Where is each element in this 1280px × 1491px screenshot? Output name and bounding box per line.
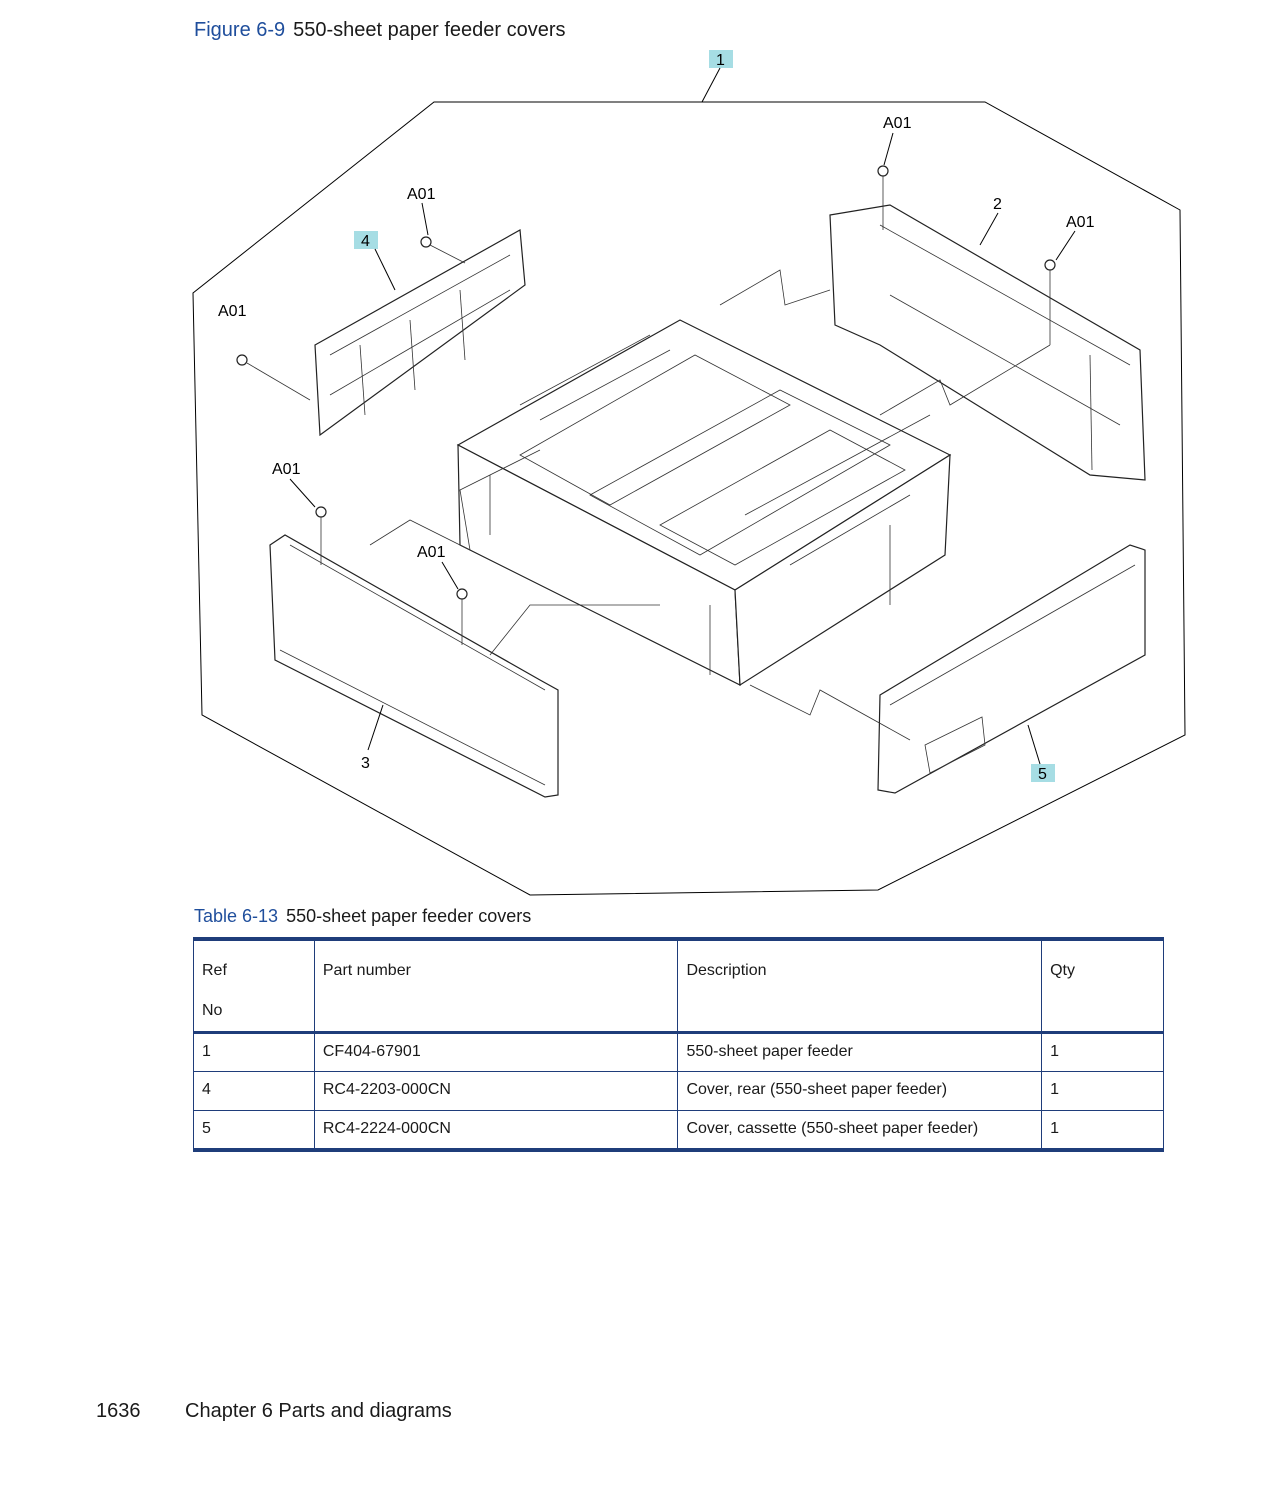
assembly-boundary: [192, 101, 1186, 896]
cell-part-number: RC4-2224-000CN: [313, 1110, 679, 1150]
figure-caption: Figure 6-9 550-sheet paper feeder covers: [194, 19, 566, 42]
table-caption: Table 6-13 550-sheet paper feeder covers: [194, 906, 531, 927]
callout-4-box: [354, 231, 378, 249]
cell-qty: 1: [1041, 1110, 1164, 1150]
callout-3: 3: [361, 755, 370, 772]
page-number: 1636: [96, 1400, 141, 1422]
callout-5: 5: [1038, 766, 1047, 783]
table-row: 1 CF404-67901 550-sheet paper feeder 1: [193, 1032, 1164, 1072]
cell-description: 550-sheet paper feeder: [677, 1032, 1043, 1072]
screw-a01-upper-left: A01: [407, 186, 466, 264]
callout-1: 1: [716, 52, 725, 69]
cell-description: Cover, cassette (550-sheet paper feeder): [677, 1110, 1043, 1150]
cell-part-number: RC4-2203-000CN: [313, 1071, 679, 1111]
table-row: 5 RC4-2224-000CN Cover, cassette (550-sh…: [193, 1110, 1164, 1150]
table-row: 4 RC4-2203-000CN Cover, rear (550-sheet …: [193, 1071, 1164, 1111]
callout-a01: A01: [272, 461, 301, 478]
cassette-cover-part-5: [877, 544, 1146, 794]
cell-ref: 4: [193, 1071, 315, 1111]
table-label: Table 6-13: [194, 906, 279, 926]
callout-a01: A01: [417, 544, 446, 561]
exploded-parts-diagram: 1 4 2 3: [192, 50, 1186, 896]
chapter-title: Chapter 6 Parts and diagrams: [185, 1400, 452, 1422]
callout-1-box: [709, 50, 733, 68]
callout-5-box: [1031, 764, 1055, 782]
feeder-body: [456, 319, 952, 687]
callout-2: 2: [993, 196, 1002, 213]
table-title: 550-sheet paper feeder covers: [286, 906, 532, 926]
cell-ref: 1: [193, 1032, 315, 1072]
screw-a01-left: A01: [218, 303, 311, 401]
cell-description: Cover, rear (550-sheet paper feeder): [677, 1071, 1043, 1111]
cell-qty: 1: [1041, 1071, 1164, 1111]
side-cover-part-2: [829, 204, 1146, 481]
cell-qty: 1: [1041, 1032, 1164, 1072]
figure-title: 550-sheet paper feeder covers: [293, 19, 566, 41]
screw-a01-right: A01: [1044, 214, 1095, 345]
figure-label: Figure 6-9: [194, 19, 286, 41]
screw-a01-top-right: A01: [877, 115, 912, 230]
cell-part-number: CF404-67901: [313, 1032, 679, 1072]
screw-a01-center: A01: [417, 544, 468, 645]
rear-cover-part-4: [314, 229, 526, 437]
callout-4: 4: [361, 233, 370, 250]
callout-a01: A01: [218, 303, 247, 320]
header-description: Description: [677, 938, 1043, 1034]
header-part-number: Part number: [313, 938, 679, 1034]
callout-a01: A01: [1066, 214, 1095, 231]
callout-a01: A01: [883, 115, 912, 132]
cell-ref: 5: [193, 1110, 315, 1150]
header-qty: Qty: [1041, 938, 1164, 1034]
callout-a01: A01: [407, 186, 436, 203]
front-cover-part-3: [269, 534, 559, 798]
screw-a01-lower-left: A01: [272, 461, 327, 565]
